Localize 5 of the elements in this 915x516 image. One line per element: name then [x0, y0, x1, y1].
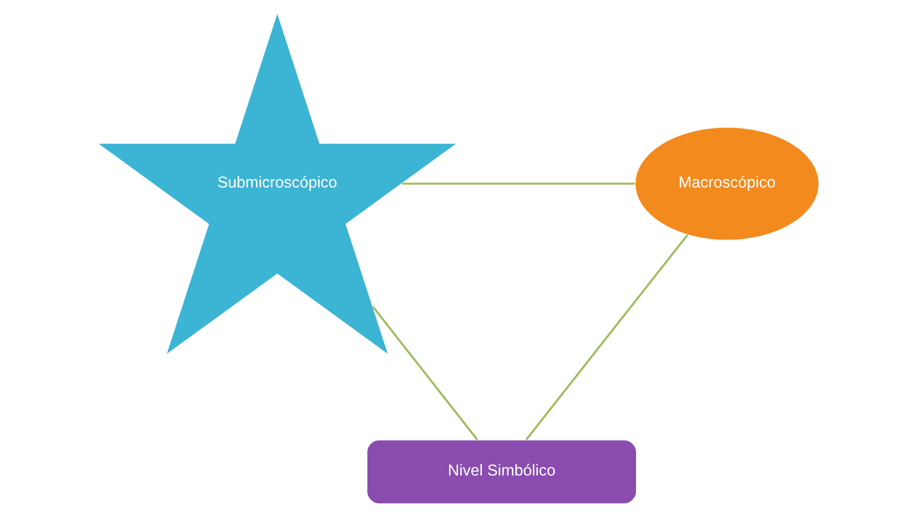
node-ellipse: Macroscópico	[634, 126, 820, 241]
connector	[372, 306, 478, 440]
connector	[524, 234, 688, 440]
node-box: Nivel Simbólico	[366, 439, 636, 504]
connector	[402, 182, 634, 185]
